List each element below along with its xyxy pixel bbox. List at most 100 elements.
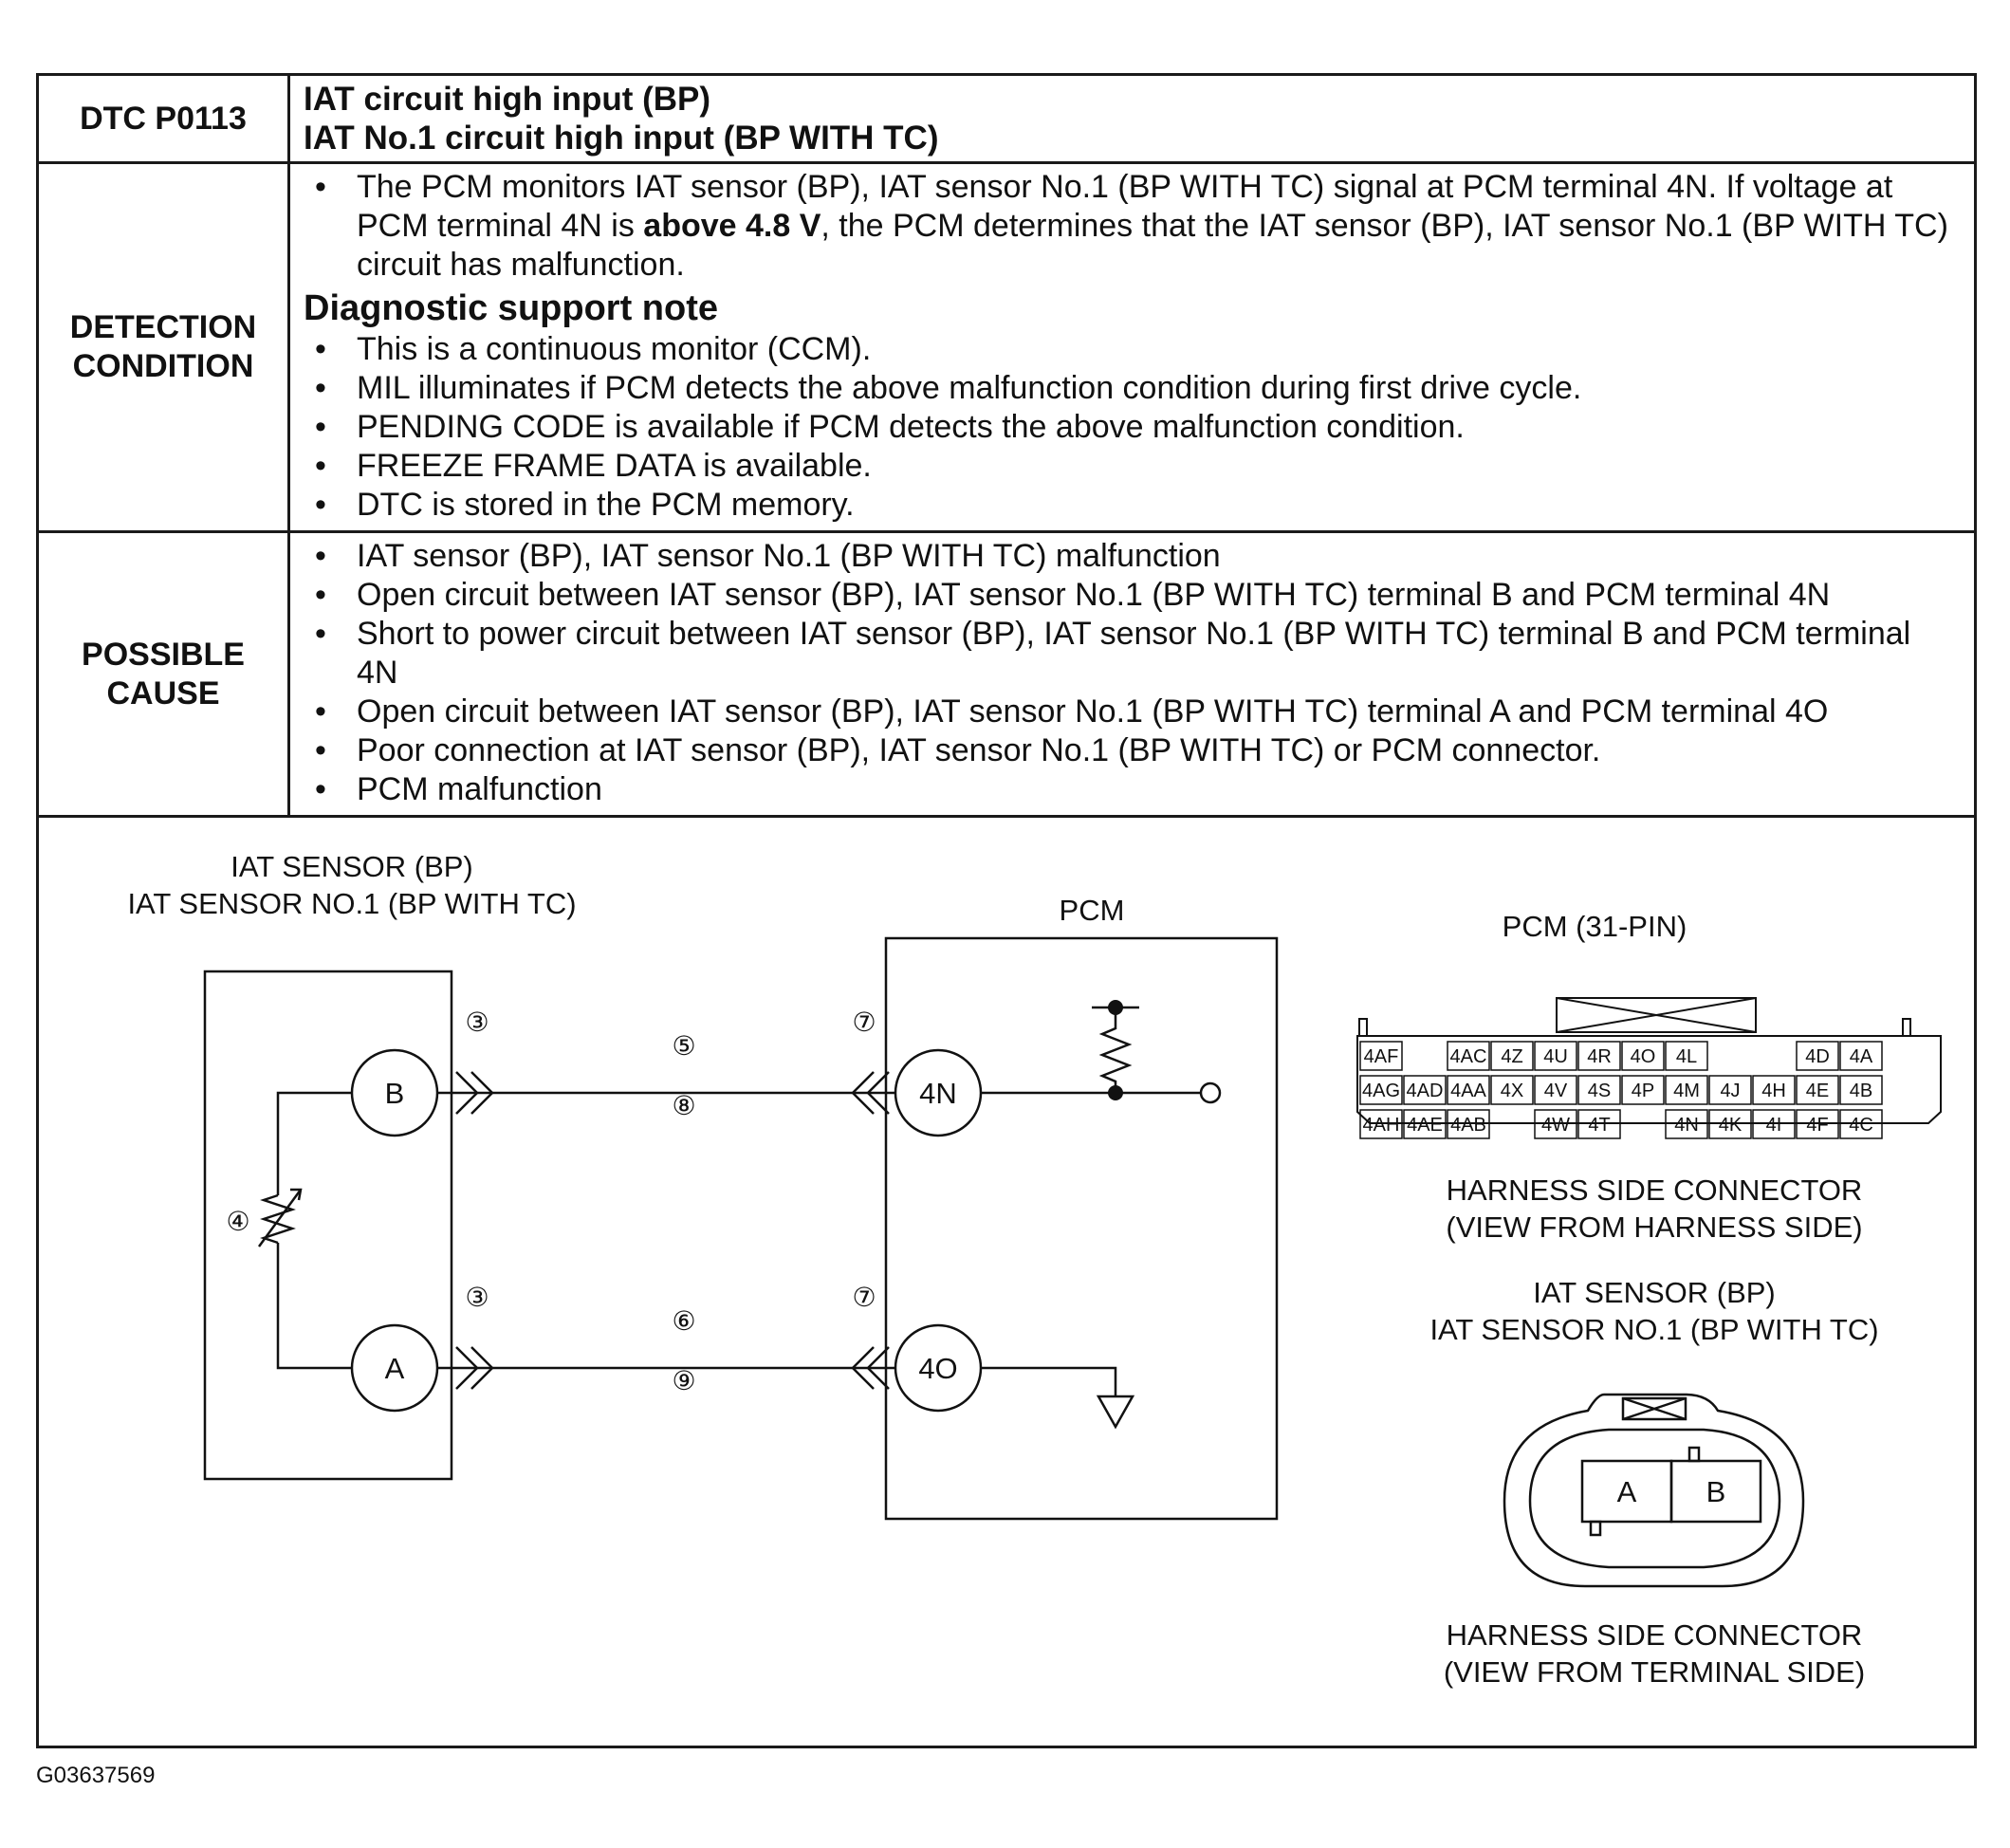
pcm-pin-cell bbox=[1665, 1075, 1708, 1105]
pcm-pin-cell bbox=[1534, 1075, 1577, 1105]
signal-node bbox=[1108, 1085, 1123, 1100]
connector-chevron-b bbox=[455, 1071, 494, 1115]
cause-list: IAT sensor (BP), IAT sensor No.1 (BP WIT… bbox=[304, 537, 1961, 809]
detection-label: DETECTION CONDITION bbox=[36, 161, 290, 533]
callout-9: ⑨ bbox=[672, 1365, 695, 1396]
diagnostic-note-title: Diagnostic support note bbox=[304, 288, 718, 328]
list-item: Open circuit between IAT sensor (BP), IA… bbox=[304, 576, 1961, 615]
pcm-pin-4w: 4W bbox=[1534, 1109, 1577, 1139]
ground-icon bbox=[1096, 1395, 1135, 1430]
pcm-pin-4c: 4C bbox=[1839, 1109, 1883, 1139]
pcm-pin-4a: 4A bbox=[1839, 1041, 1883, 1071]
detection-intro-list: The PCM monitors IAT sensor (BP), IAT se… bbox=[304, 168, 1961, 285]
pcm-pin-cell bbox=[1490, 1041, 1534, 1071]
pcm-pin-label: 4W bbox=[1541, 1115, 1570, 1136]
pcm-pin-4p: 4P bbox=[1621, 1075, 1665, 1105]
pcm-pin-cell bbox=[1403, 1109, 1447, 1139]
pcm-pin-label: 4AF bbox=[1364, 1046, 1399, 1067]
pcm-pin-cell bbox=[1447, 1075, 1490, 1105]
list-item: PENDING CODE is available if PCM detects… bbox=[304, 408, 1961, 447]
pcm-pin-4ad: 4AD bbox=[1403, 1075, 1447, 1105]
pcm-pin-label: 4M bbox=[1673, 1081, 1700, 1101]
pcm-pin-label: 4A bbox=[1850, 1046, 1873, 1067]
callout-5: ⑤ bbox=[672, 1030, 695, 1062]
pcm-pin-label: 4Z bbox=[1501, 1046, 1522, 1067]
pcm-pin-4l: 4L bbox=[1665, 1041, 1708, 1071]
pcm-pin-cell bbox=[1708, 1075, 1752, 1105]
pcm-pin-cell bbox=[1490, 1075, 1534, 1105]
pcm-pin-label: 4K bbox=[1719, 1115, 1743, 1136]
sensor-connector-caption-line1: HARNESS SIDE CONNECTOR bbox=[1447, 1618, 1863, 1652]
pcm-pin-cell bbox=[1534, 1041, 1577, 1071]
pcm-pin-cell bbox=[1752, 1075, 1796, 1105]
pcm-pin-4k: 4K bbox=[1708, 1109, 1752, 1139]
pcm-pin-cell bbox=[1447, 1109, 1490, 1139]
callout-7-bottom: ⑦ bbox=[852, 1282, 876, 1313]
pcm-pin-label: 4E bbox=[1806, 1081, 1829, 1101]
pcm-pin-label: 4C bbox=[1849, 1115, 1873, 1136]
pcm-pin-cell bbox=[1796, 1109, 1839, 1139]
callout-3-top: ③ bbox=[465, 1007, 489, 1038]
pcm-pin-4aa: 4AA bbox=[1447, 1075, 1490, 1105]
connector-chevron-a bbox=[455, 1346, 494, 1390]
pcm-pin-4b: 4B bbox=[1839, 1075, 1883, 1105]
list-item: Poor connection at IAT sensor (BP), IAT … bbox=[304, 731, 1961, 770]
pcm-pin-cell bbox=[1796, 1075, 1839, 1105]
list-item: Short to power circuit between IAT senso… bbox=[304, 615, 1961, 693]
dtc-title-line2: IAT No.1 circuit high input (BP WITH TC) bbox=[304, 120, 939, 157]
list-item: Open circuit between IAT sensor (BP), IA… bbox=[304, 693, 1961, 731]
pcm-pin-label: 4L bbox=[1676, 1046, 1697, 1067]
pcm-pin-4m: 4M bbox=[1665, 1075, 1708, 1105]
pcm-pin-cell bbox=[1621, 1041, 1665, 1071]
pcm-connector-body bbox=[1356, 1035, 1942, 1124]
pcm-pin-cell bbox=[1577, 1109, 1621, 1139]
pcm-pin-label: 4B bbox=[1850, 1081, 1872, 1101]
cause-label: POSSIBLE CAUSE bbox=[36, 530, 290, 818]
pcm-pin-4v: 4V bbox=[1534, 1075, 1577, 1105]
pcm-pin-4x: 4X bbox=[1490, 1075, 1534, 1105]
pcm-signal-output bbox=[1199, 1081, 1222, 1104]
pcm-pin-label: 4N bbox=[1674, 1115, 1699, 1136]
detection-body: The PCM monitors IAT sensor (BP), IAT se… bbox=[287, 161, 1977, 533]
detection-intro-part2: , the PCM determines that the IAT sensor… bbox=[357, 208, 1948, 283]
pcm-pin-4f: 4F bbox=[1796, 1109, 1839, 1139]
sensor-label-line2: IAT SENSOR NO.1 (BP WITH TC) bbox=[127, 887, 576, 920]
pcm-pin-cell bbox=[1839, 1041, 1883, 1071]
pcm-pin-label: 4T bbox=[1588, 1115, 1610, 1136]
sensor-connector-caption-line2: (VIEW FROM TERMINAL SIDE) bbox=[1444, 1655, 1865, 1689]
diagram-row: IAT SENSOR (BP) IAT SENSOR NO.1 (BP WITH… bbox=[36, 815, 1977, 1748]
callout-7-top: ⑦ bbox=[852, 1007, 876, 1038]
sensor-pin-b-label: B bbox=[1706, 1475, 1726, 1508]
callout-4: ④ bbox=[226, 1206, 249, 1237]
pcm-pin-cell bbox=[1708, 1109, 1752, 1139]
pcm-pin-4ag: 4AG bbox=[1359, 1075, 1403, 1105]
pcm-pin-cell bbox=[1359, 1041, 1403, 1071]
pcm-pin-cell bbox=[1359, 1075, 1403, 1105]
pcm-pin-4ah: 4AH bbox=[1359, 1109, 1403, 1139]
pcm-pin-cell bbox=[1577, 1075, 1621, 1105]
pull-up-node bbox=[1108, 1000, 1123, 1015]
sensor-connector-title-line2: IAT SENSOR NO.1 (BP WITH TC) bbox=[1429, 1313, 1878, 1346]
list-item: IAT sensor (BP), IAT sensor No.1 (BP WIT… bbox=[304, 537, 1961, 576]
connector-lock bbox=[1556, 997, 1757, 1033]
sensor-internal-wiring bbox=[276, 1091, 352, 1370]
pcm-pin-4ae: 4AE bbox=[1403, 1109, 1447, 1139]
diagram-cell: IAT SENSOR (BP) IAT SENSOR NO.1 (BP WITH… bbox=[36, 815, 1977, 1748]
pcm-pin-label: 4H bbox=[1761, 1081, 1786, 1101]
sensor-pin-a-label: A bbox=[1617, 1475, 1637, 1508]
pcm-pin-4s: 4S bbox=[1577, 1075, 1621, 1105]
pcm-pin-label: 4S bbox=[1588, 1081, 1611, 1101]
pcm-pin-4t: 4T bbox=[1577, 1109, 1621, 1139]
thermistor-icon bbox=[260, 1193, 296, 1245]
cause-row: POSSIBLE CAUSE IAT sensor (BP), IAT sens… bbox=[36, 530, 1977, 818]
callout-3-bottom: ③ bbox=[465, 1282, 489, 1313]
pcm-pin-cell bbox=[1839, 1075, 1883, 1105]
pcm-pin-label: 4X bbox=[1501, 1081, 1523, 1101]
pcm-pin-cell bbox=[1577, 1041, 1621, 1071]
pcm-pin-label: 4U bbox=[1543, 1046, 1568, 1067]
pcm-pin-label: 4P bbox=[1632, 1081, 1654, 1101]
pcm-pin-cell bbox=[1621, 1075, 1665, 1105]
pcm-box bbox=[884, 936, 1279, 1521]
sensor-connector bbox=[1503, 1393, 1805, 1588]
